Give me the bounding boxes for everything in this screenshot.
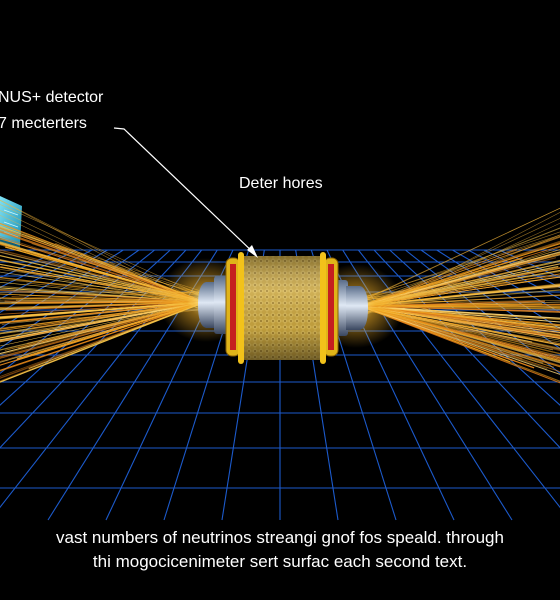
particle-track <box>364 207 560 300</box>
detector-label-line2: 7 mecterters <box>0 115 87 132</box>
particle-track <box>359 305 560 327</box>
particle-track <box>359 305 560 326</box>
center-label: Deter hores <box>239 175 323 192</box>
particle-track <box>0 301 206 358</box>
particle-track <box>359 305 560 359</box>
grid-column <box>420 249 560 350</box>
particle-track <box>359 305 560 352</box>
particle-track <box>359 305 560 323</box>
caption: vast numbers of neutrinos streangi gnof … <box>0 526 560 574</box>
label-leader-line <box>113 127 257 256</box>
particle-track <box>359 305 560 313</box>
leader-arrowhead <box>247 245 258 258</box>
particle-track <box>359 305 560 319</box>
particle-track <box>359 305 560 345</box>
particle-track <box>359 294 560 307</box>
particle-track <box>359 243 560 307</box>
particle-track <box>0 301 206 378</box>
particle-track <box>359 227 560 307</box>
detector-label-line1: NUS+ detector <box>0 89 104 106</box>
particle-track <box>0 301 206 341</box>
particle-track <box>0 301 206 343</box>
particle-track <box>359 273 560 307</box>
caption-line2: thi mogocicenimeter sert surfac each sec… <box>92 552 468 571</box>
grid-column <box>389 249 560 406</box>
grid-column <box>0 249 93 300</box>
grid-column <box>436 249 560 330</box>
particle-track <box>0 301 206 351</box>
particle-track <box>0 249 206 303</box>
particle-track <box>359 305 560 362</box>
particle-track <box>0 289 206 303</box>
particle-track <box>359 289 560 307</box>
particle-track <box>0 301 206 309</box>
particle-track <box>359 305 560 368</box>
particle-track <box>359 305 560 308</box>
particle-track <box>359 283 560 307</box>
particle-track <box>359 305 560 310</box>
particle-track <box>359 276 560 307</box>
grid-floor <box>0 249 560 521</box>
caption-line1: vast numbers of neutrinos streangi gnof … <box>56 528 504 547</box>
particle-track <box>359 305 560 373</box>
particle-track <box>0 237 206 303</box>
grid-column <box>452 249 560 314</box>
grid-column <box>0 249 124 330</box>
detector-cylinder <box>198 252 368 364</box>
particle-track <box>0 301 206 339</box>
particle-track <box>0 297 206 303</box>
particle-track <box>0 293 206 303</box>
particle-track <box>359 305 560 349</box>
particle-track <box>0 228 206 303</box>
particle-track <box>359 305 560 355</box>
particle-track <box>0 301 206 330</box>
